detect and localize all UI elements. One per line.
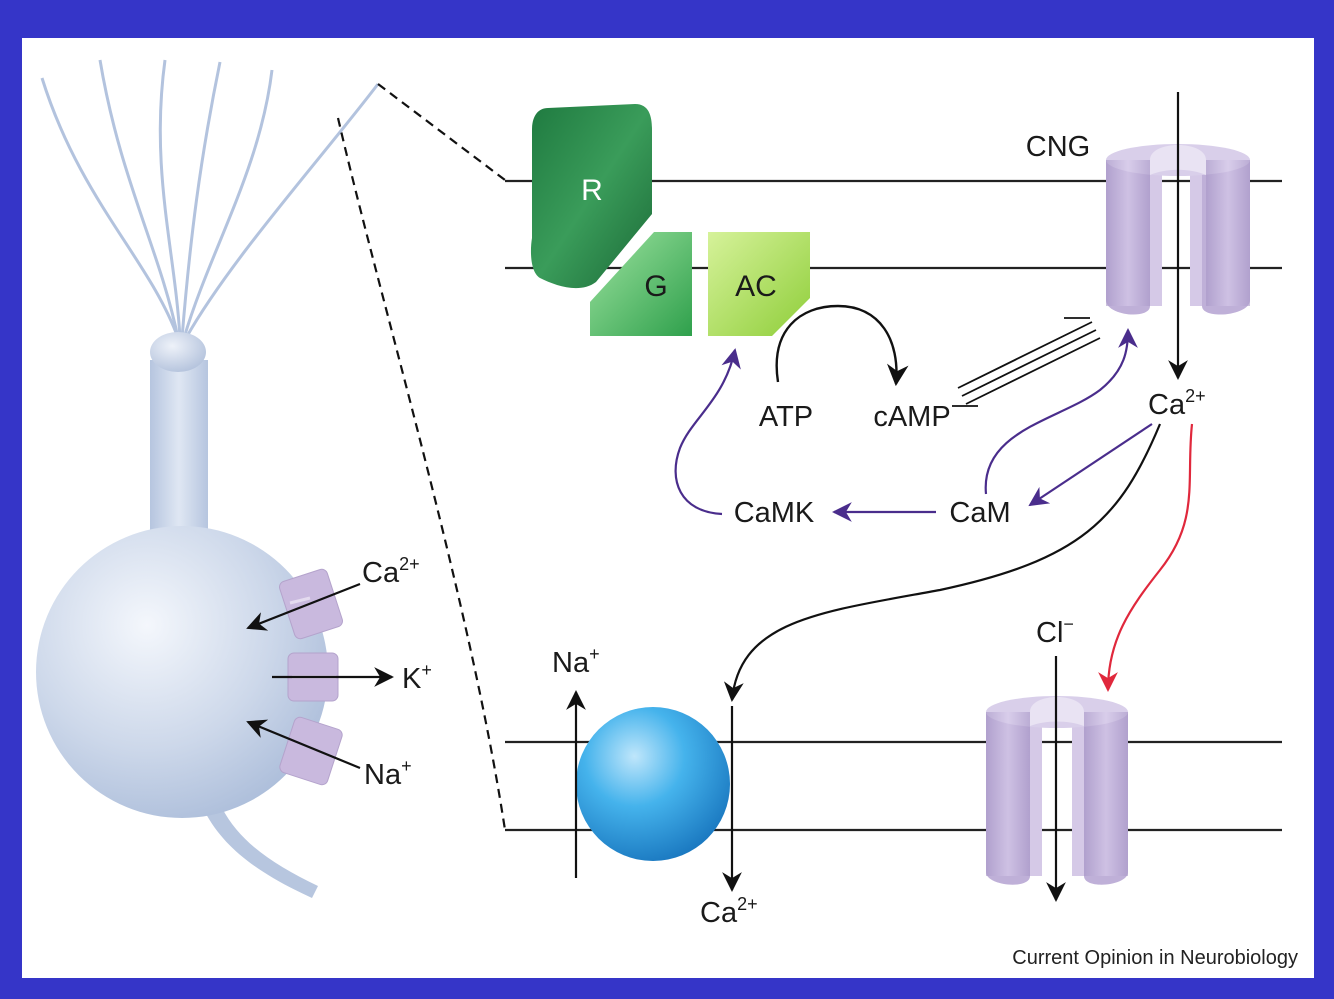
- credit-text: Current Opinion in Neurobiology: [1012, 947, 1298, 969]
- exchanger-ca-label: Ca2+: [700, 894, 758, 929]
- ca-cng-label: Ca2+: [1148, 386, 1206, 421]
- soma: [36, 526, 328, 818]
- adenylyl-cyclase-label: AC: [735, 270, 777, 303]
- soma-ca-arrow: [246, 582, 361, 631]
- olfactory-neuron: [36, 59, 394, 898]
- camp-to-cng-arrow: [952, 317, 1101, 407]
- atp-label: ATP: [759, 401, 813, 433]
- cam-label: CaM: [949, 497, 1010, 529]
- camk-label: CaMK: [734, 497, 815, 529]
- camp-label: cAMP: [873, 401, 950, 433]
- soma-ca-label: Ca2+: [362, 554, 420, 589]
- axon: [205, 808, 318, 898]
- cng-channel: [1106, 144, 1250, 315]
- adenylyl-cyclase: AC: [708, 232, 810, 336]
- receptor-label: R: [581, 174, 603, 207]
- g-protein-label: G: [644, 270, 667, 303]
- soma-na-label: Na+: [364, 756, 412, 791]
- exchanger-na-label: Na+: [552, 644, 600, 679]
- na-ca-exchanger: [576, 707, 730, 861]
- ca-to-exchanger-arrow: [723, 423, 1162, 702]
- ca-to-cam-arrow: [1028, 423, 1153, 507]
- zoom-lines: [336, 83, 507, 831]
- dendritic-knob: [150, 332, 206, 372]
- ca-to-cl-channel-arrow: [1098, 423, 1194, 692]
- cam-to-cng-arrow: [984, 328, 1138, 495]
- cl-label: Cl−: [1036, 614, 1074, 649]
- dendrite: [150, 360, 208, 530]
- atp-to-camp-arrow: [775, 304, 909, 387]
- g-protein: G: [590, 232, 692, 336]
- soma-na-arrow: [246, 719, 361, 770]
- camk-to-ac-arrow: [674, 348, 741, 516]
- soma-k-label: K+: [402, 660, 432, 695]
- cng-label: CNG: [1026, 131, 1090, 163]
- cilia: [40, 59, 380, 339]
- receptor: R: [530, 104, 652, 289]
